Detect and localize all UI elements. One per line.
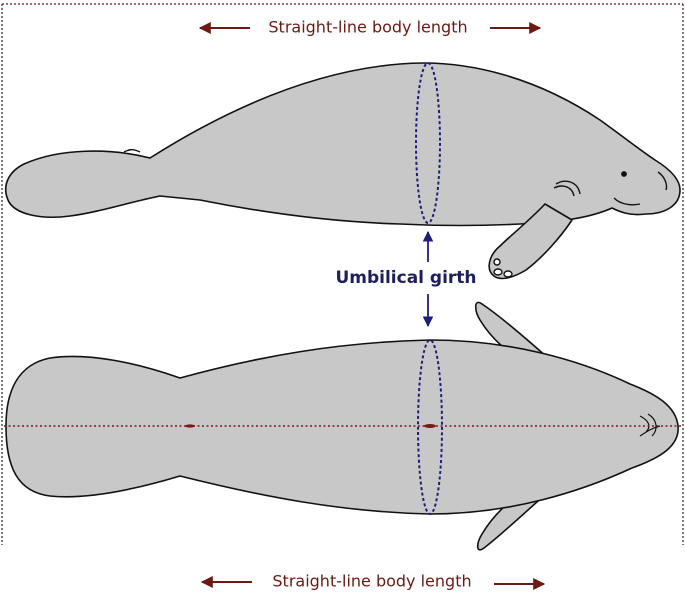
manatee-side-view [6, 63, 680, 278]
navel-mark [424, 424, 436, 428]
bottom-length-label: Straight-line body length [272, 572, 471, 591]
top-length-indicator: Straight-line body length [200, 18, 540, 37]
eye-icon [622, 172, 626, 176]
girth-label: Umbilical girth [335, 268, 476, 288]
top-length-label: Straight-line body length [268, 18, 467, 37]
genital-mark [185, 424, 195, 427]
girth-indicator: Umbilical girth [335, 232, 476, 326]
bottom-length-indicator: Straight-line body length [202, 572, 544, 591]
